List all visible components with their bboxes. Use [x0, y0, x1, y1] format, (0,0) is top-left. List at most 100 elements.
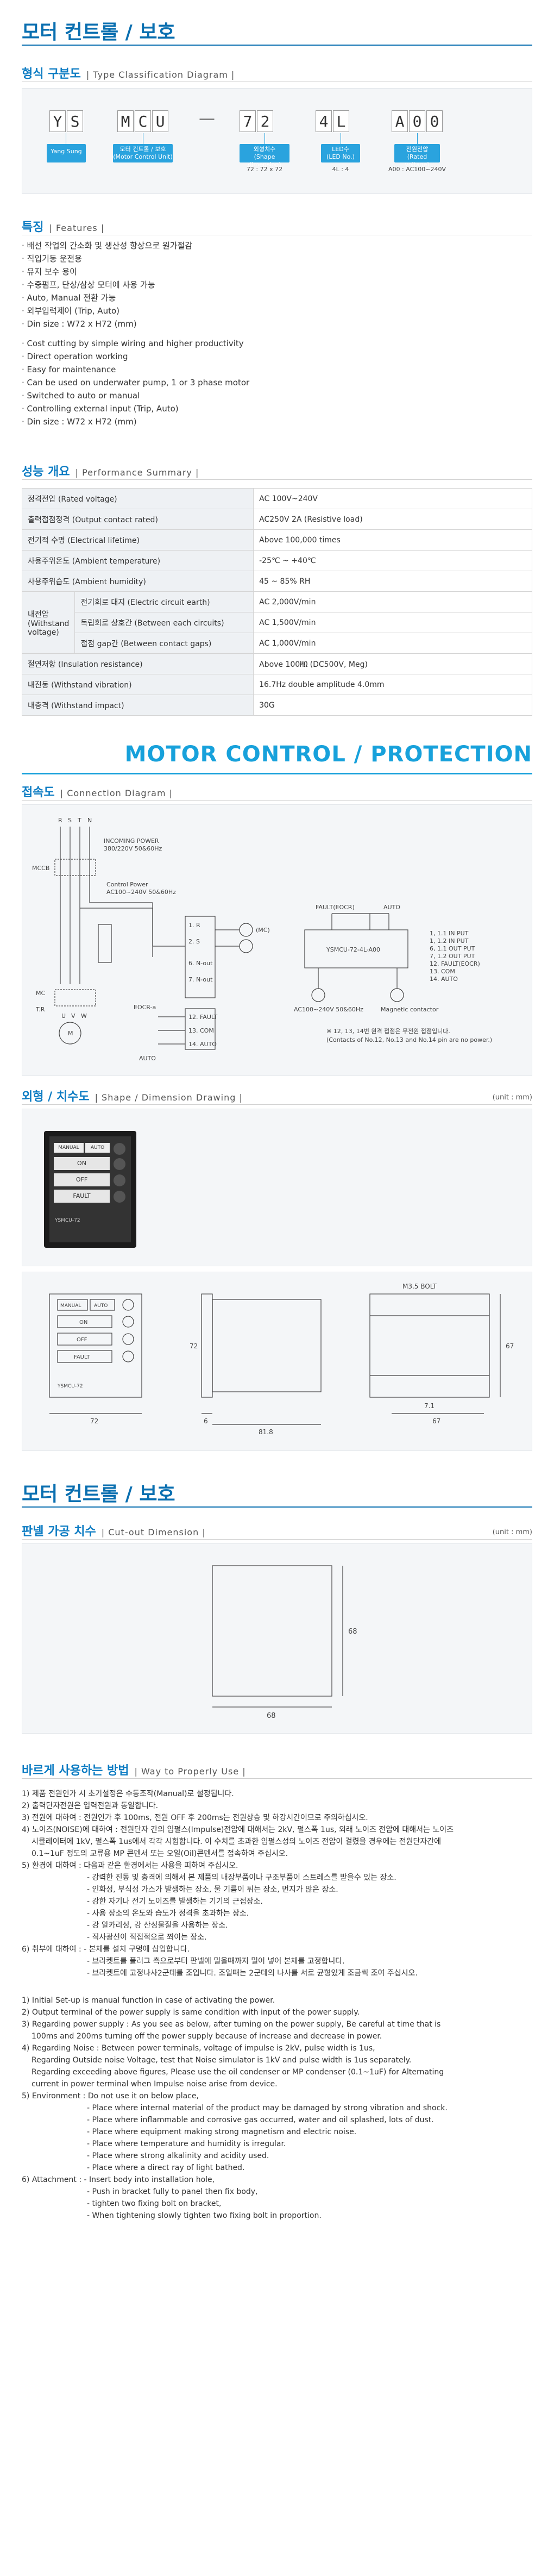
row-group-label: 내전압 (Withstand voltage): [21, 591, 75, 654]
shape-title-en: | Shape / Dimension Drawing |: [95, 1092, 243, 1103]
phase-s: S: [68, 817, 72, 824]
usage-en-list: 1) Initial Set-up is manual function in …: [22, 1994, 532, 2222]
type-title-en: | Type Classification Diagram |: [86, 70, 235, 80]
dimension-drawing-panel: MANUAL AUTO ON OFF FAULT YSMCU-72 72 72 …: [22, 1272, 532, 1451]
usage-item: - Place where a direct ray of light bath…: [87, 2164, 245, 2172]
phase-u: U: [61, 1012, 66, 1020]
feature-item: · 직입기동 운전용: [22, 254, 82, 264]
cutout-drawing: 68 68: [212, 1565, 357, 1720]
row-label: 전기적 수명 (Electrical lifetime): [21, 529, 254, 551]
usage-item: - 사용 장소의 온도와 습도가 정격을 초과하는 장소.: [87, 1909, 249, 1918]
usage-title-en: | Way to Properly Use |: [134, 1766, 246, 1777]
ac-label: AC100~240V 50&60Hz: [294, 1006, 363, 1013]
feature-item: · 수중펌프, 단상/삼상 모터에 사용 가능: [22, 280, 155, 290]
title-divider: [22, 1506, 532, 1508]
usage-item: 6) 취부에 대하여 : - 본체를 설치 구멍에 삽입합니다.: [22, 1945, 190, 1954]
tag-shape-kr: 외형치수: [253, 146, 276, 153]
performance-title: 성능 개요 | Performance Summary |: [22, 462, 199, 479]
usage-item: current in power terminal when Impulse n…: [32, 2080, 278, 2089]
photo-led: [114, 1191, 125, 1203]
row-label: 사용주위습도 (Ambient humidity): [21, 571, 254, 592]
section-banner-en: MOTOR CONTROL / PROTECTION: [124, 742, 532, 767]
terminal-label: 7. N-out: [188, 976, 213, 983]
row-value: Above 100,000 times: [253, 529, 532, 551]
dim-rear-width: 67: [432, 1417, 440, 1425]
usage-item: - 강 알카리성, 강 산성물질을 사용하는 장소.: [87, 1921, 228, 1930]
usage-item: - Push in bracket fully to panel then fi…: [87, 2187, 258, 2196]
usage-item: - Place where equipment making strong ma…: [87, 2128, 357, 2136]
tag-shape-en: (Shape dimension): [248, 153, 281, 168]
usage-item: Regarding Outside noise Voltage, test th…: [32, 2056, 412, 2065]
connection-title-kr: 접속도: [22, 786, 55, 799]
tag-model: 모터 컨트롤 / 보호 (Motor Control Unit): [113, 144, 173, 162]
feature-item: · Cost cutting by simple wiring and high…: [22, 339, 244, 348]
usage-item: - Place where internal material of the p…: [87, 2104, 448, 2112]
row-label: 독립회로 상호간 (Between each circuits): [74, 612, 254, 633]
tag-model-en: (Motor Control Unit): [113, 153, 173, 160]
table-row: 사용주위온도 (Ambient temperature)-25℃ ~ +40℃: [21, 550, 532, 571]
features-title-kr: 특징: [22, 221, 44, 234]
connection-title: 접속도 | Connection Diagram |: [22, 783, 173, 800]
incoming-voltage: 380/220V 50&60Hz: [104, 845, 162, 852]
row-value: 16.7Hz double amplitude 4.0mm: [253, 674, 532, 695]
row-value: 45 ~ 85% RH: [253, 571, 532, 592]
magnetic-contactor-label: Magnetic contactor: [381, 1006, 439, 1013]
cutout-title-en: | Cut-out Dimension |: [101, 1527, 206, 1537]
dim-depth-flange: 6: [204, 1417, 208, 1425]
usage-item: 5) Environment : Do not use it on below …: [22, 2092, 199, 2100]
product-photo: MANUAL AUTO ON OFF FAULT YSMCU-72: [44, 1131, 136, 1248]
drawing-model-label: YSMCU-72: [57, 1384, 83, 1389]
feature-item: · Controlling external input (Trip, Auto…: [22, 404, 179, 414]
note-kr: ※ 12, 13, 14번 원격 접점은 무전원 접점입니다.: [326, 1028, 450, 1035]
shape-title: 외형 / 치수도| Shape / Dimension Drawing |: [22, 1087, 243, 1104]
table-row: 출력접점정격 (Output contact rated)AC250V 2A (…: [21, 509, 532, 530]
phase-n: N: [87, 817, 92, 824]
usage-item: 1) Initial Set-up is manual function in …: [22, 1996, 275, 2005]
control-power-label: Control Power: [106, 881, 148, 888]
code-char: C: [135, 110, 151, 132]
usage-item: 4) 노이즈(NOISE)에 대하여 : 전원단자 간의 임펄스(Impulse…: [22, 1825, 454, 1834]
usage-kr-list: 1) 제품 전원인가 시 초기설정은 수동조작(Manual)로 설정됩니다. …: [22, 1788, 532, 1979]
performance-title-en: | Performance Summary |: [75, 467, 199, 478]
cutout-panel: 68 68: [22, 1543, 532, 1734]
usage-item: - When tightening slowly tighten two fix…: [87, 2211, 322, 2220]
tag-maker: Yang Sung: [47, 144, 86, 162]
cutout-width: 68: [267, 1712, 276, 1720]
tag-shape: 외형치수 (Shape dimension): [240, 144, 289, 168]
usage-item: 5) 환경에 대하여 : 다음과 같은 환경에서는 사용을 피하여 주십시오.: [22, 1861, 238, 1870]
row-value: 30G: [253, 695, 532, 716]
type-diagram-panel: Y S M C U — 7 2 4 L A 0 0 Yang Sung 모터 컨…: [22, 88, 532, 194]
photo-face: MANUAL AUTO ON OFF FAULT YSMCU-72: [49, 1136, 131, 1242]
shape-unit: (unit : mm): [492, 1093, 532, 1102]
section-divider: [22, 1778, 532, 1779]
product-photo-panel: MANUAL AUTO ON OFF FAULT YSMCU-72: [22, 1109, 532, 1266]
features-title: 특징| Features |: [22, 217, 104, 235]
usage-title: 바르게 사용하는 방법| Way to Properly Use |: [22, 1761, 246, 1778]
photo-on-label: ON: [54, 1157, 110, 1170]
usage-item: - 브라켓트에 고정나사2군데를 조입니다. 조일때는 2군데의 나사를 서로 …: [87, 1969, 418, 1978]
banner-divider: [22, 773, 532, 774]
table-row: 내진동 (Withstand vibration)16.7Hz double a…: [21, 674, 532, 695]
connection-title-en: | Connection Diagram |: [60, 788, 173, 798]
table-row: 전기적 수명 (Electrical lifetime)Above 100,00…: [21, 529, 532, 551]
performance-title-kr: 성능 개요: [22, 465, 70, 479]
code-char: A: [392, 110, 408, 132]
usage-item: 2) 출력단자전원은 입력전원과 동일합니다.: [22, 1802, 159, 1810]
phase-w: W: [81, 1012, 87, 1020]
drawing-on-label: ON: [79, 1320, 87, 1325]
usage-item: - 강한 자기나 전기 노이즈를 발생하는 기기의 근접장소.: [87, 1897, 263, 1906]
row-label: 내충격 (Withstand impact): [21, 695, 254, 716]
title-divider: [22, 45, 532, 46]
model-label: YSMCU-72-4L-A00: [326, 946, 380, 953]
usage-item: 100ms and 200ms turning off the power su…: [32, 2032, 382, 2041]
legend-item: 14. AUTO: [430, 976, 458, 983]
legend-item: 7, 1.2 OUT PUT: [430, 953, 475, 960]
features-en-list: · Cost cutting by simple wiring and high…: [22, 337, 532, 428]
note-voltage: A00 : AC100~240V: [388, 166, 446, 173]
page-title-kr-2: 모터 컨트롤 / 보호: [22, 1483, 175, 1505]
usage-item: 3) 전원에 대하여 : 전원인가 후 100ms, 전원 OFF 후 200m…: [22, 1814, 368, 1822]
photo-auto-label: AUTO: [85, 1143, 110, 1153]
row-label: 내진동 (Withstand vibration): [21, 674, 254, 695]
tag-voltage: 전원전압 (Rated voltage): [394, 144, 440, 168]
row-label: 출력접점정격 (Output contact rated): [21, 509, 254, 530]
